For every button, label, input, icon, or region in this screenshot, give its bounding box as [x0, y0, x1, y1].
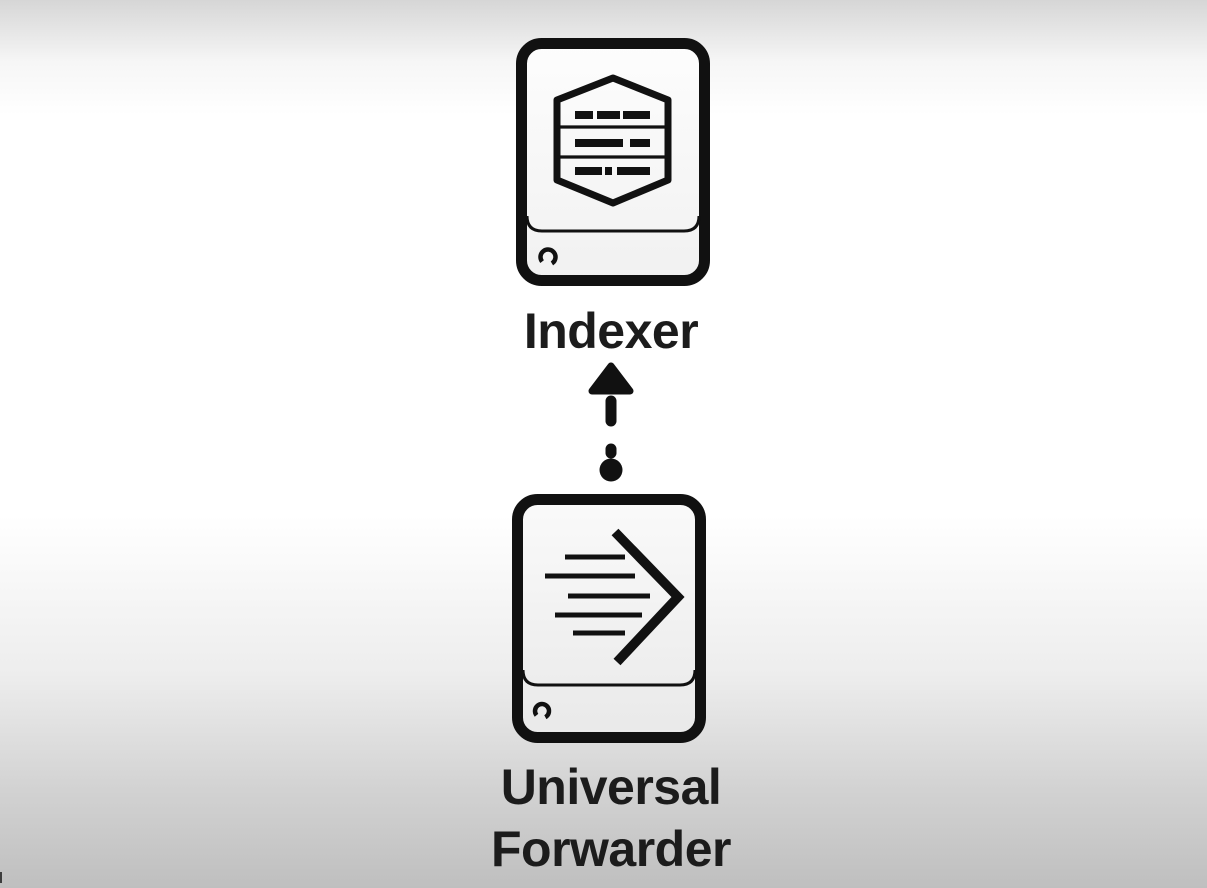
- server-outline: [512, 494, 706, 743]
- indexer-node: [516, 38, 710, 286]
- database-hexagon-icon: [553, 74, 672, 207]
- dashed-up-arrow: [588, 362, 634, 482]
- universal-forwarder-node: [512, 494, 706, 743]
- server-led-icon: [538, 247, 558, 267]
- arrowhead-icon: [588, 362, 634, 395]
- universal-forwarder-label: Universal Forwarder: [490, 759, 732, 877]
- server-outline: [516, 38, 710, 286]
- server-box-icon: [516, 38, 710, 286]
- server-box-icon: [512, 494, 706, 743]
- indexer-label: Indexer: [523, 303, 699, 359]
- forward-arrow-icon: [545, 528, 685, 666]
- video-progress-sliver: [0, 872, 2, 883]
- server-divider-line: [525, 215, 701, 233]
- server-divider-line: [521, 669, 697, 687]
- arrow-origin-dot: [599, 458, 623, 482]
